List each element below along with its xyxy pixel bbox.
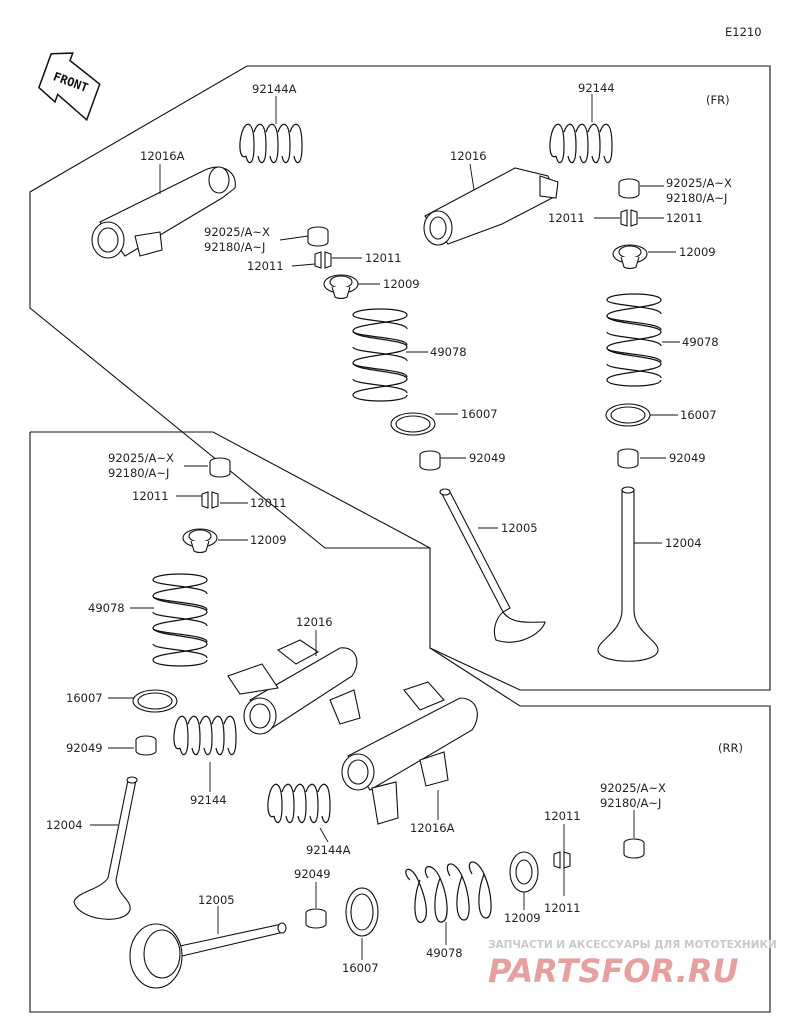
label-rr-16007: 16007 xyxy=(66,691,103,705)
label-fr-92180-mid: 92180/A~J xyxy=(204,240,265,254)
valve-stem-seal-rr-left xyxy=(135,735,157,756)
label-rr-12011-b-bot: 12011 xyxy=(544,901,581,915)
label-fr-12016A: 12016A xyxy=(140,149,185,163)
label-fr-12011-r-r: 12011 xyxy=(666,211,703,225)
diagram-code: E1210 xyxy=(725,25,762,39)
label-rr-12011-l: 12011 xyxy=(132,489,169,503)
exhaust-valve-12004-rr xyxy=(73,776,138,920)
rocker-arm-12016-fr xyxy=(423,167,559,246)
label-fr-92144: 92144 xyxy=(578,81,615,95)
label-rr-92025: 92025/A~X xyxy=(108,451,174,465)
valve-spring-fr-mid xyxy=(352,308,408,402)
label-fr-12005: 12005 xyxy=(501,521,538,535)
label-rr-12011-b-top: 12011 xyxy=(544,809,581,823)
torsion-spring-92144A-fr xyxy=(239,123,303,164)
fr-frame xyxy=(29,65,771,691)
exhaust-valve-12004-fr xyxy=(597,486,659,662)
valve-keeper-cap-fr-mid xyxy=(307,226,329,247)
label-rr-92180-b: 92180/A~J xyxy=(600,796,661,810)
label-rr-49078-b: 49078 xyxy=(426,946,463,960)
valve-cotter-fr-right xyxy=(620,209,638,227)
torsion-spring-92144-rr xyxy=(173,715,237,756)
label-fr-92049-mid: 92049 xyxy=(469,451,506,465)
spring-seat-fr-mid xyxy=(390,412,436,436)
section-rr: (RR) xyxy=(718,741,743,755)
label-fr-92025-mid: 92025/A~X xyxy=(204,225,270,239)
valve-spring-fr-right xyxy=(606,293,662,387)
label-rr-12004: 12004 xyxy=(46,818,83,832)
label-rr-92025-b: 92025/A~X xyxy=(600,781,666,795)
rr-frame xyxy=(29,431,771,1013)
label-rr-12009-b: 12009 xyxy=(504,911,541,925)
label-rr-49078: 49078 xyxy=(88,601,125,615)
torsion-spring-92144-fr xyxy=(549,123,613,164)
label-fr-12004: 12004 xyxy=(665,536,702,550)
intake-valve-12005-rr xyxy=(129,922,287,989)
spring-retainer-rr-bottom xyxy=(509,851,539,893)
watermark-tagline: ЗАПЧАСТИ И АКСЕССУАРЫ ДЛЯ МОТОТЕХНИКИ xyxy=(488,939,777,951)
label-rr-92049: 92049 xyxy=(66,741,103,755)
label-rr-92049-b: 92049 xyxy=(294,867,331,881)
valve-keeper-cap-fr-right xyxy=(618,178,640,199)
rocker-arm-12016A-fr xyxy=(91,166,236,259)
valve-stem-seal-fr-right xyxy=(617,448,639,469)
label-fr-12009-mid: 12009 xyxy=(383,277,420,291)
spring-seat-rr-left xyxy=(132,689,178,713)
label-rr-92144A: 92144A xyxy=(306,843,351,857)
valve-cotter-rr-bottom xyxy=(553,851,571,869)
rocker-arm-12016-rr xyxy=(227,639,361,735)
spring-seat-fr-right xyxy=(605,403,651,427)
label-fr-92144A: 92144A xyxy=(252,82,297,96)
valve-cotter-rr-left xyxy=(201,491,219,509)
leader-lines xyxy=(90,94,680,960)
label-fr-12009-r: 12009 xyxy=(679,245,716,259)
label-rr-12016: 12016 xyxy=(296,615,333,629)
intake-valve-12005-fr xyxy=(439,488,546,643)
label-fr-92025-r: 92025/A~X xyxy=(666,176,732,190)
part-labels: 92144A 12016A 92025/A~X 92180/A~J 12011 … xyxy=(46,81,732,975)
label-fr-16007-r: 16007 xyxy=(680,408,717,422)
watermark-brand: PARTSFOR.RU xyxy=(488,952,738,990)
valve-keeper-cap-rr-bottom xyxy=(623,838,645,859)
label-fr-12011-mid-l: 12011 xyxy=(247,259,284,273)
spring-seat-rr-bottom xyxy=(345,887,379,937)
spring-retainer-rr-left xyxy=(182,528,218,554)
valve-stem-seal-fr-mid xyxy=(419,450,441,471)
valve-spring-rr-bottom xyxy=(405,861,492,923)
label-rr-92180: 92180/A~J xyxy=(108,466,169,480)
spring-retainer-fr-mid xyxy=(323,274,359,300)
label-fr-16007-mid: 16007 xyxy=(461,407,498,421)
valve-cotter-fr-mid xyxy=(314,251,332,269)
front-arrow: FRONT xyxy=(38,52,101,122)
label-fr-12011-mid-r: 12011 xyxy=(365,251,402,265)
label-fr-49078-mid: 49078 xyxy=(430,345,467,359)
label-fr-12016: 12016 xyxy=(450,149,487,163)
label-rr-12009: 12009 xyxy=(250,533,287,547)
label-rr-16007-b: 16007 xyxy=(342,961,379,975)
label-fr-12011-r-l: 12011 xyxy=(548,211,585,225)
rocker-arm-12016A-rr xyxy=(341,681,478,825)
torsion-spring-92144A-rr xyxy=(267,783,331,824)
label-fr-92049-r: 92049 xyxy=(669,451,706,465)
valve-stem-seal-rr-bottom xyxy=(305,908,327,929)
label-rr-92144: 92144 xyxy=(190,793,227,807)
label-rr-12016A: 12016A xyxy=(410,821,455,835)
valve-spring-rr-left xyxy=(152,573,208,667)
label-rr-12011-r: 12011 xyxy=(250,496,287,510)
valve-keeper-cap-rr-left xyxy=(209,457,231,478)
label-fr-49078-r: 49078 xyxy=(682,335,719,349)
label-fr-92180-r: 92180/A~J xyxy=(666,191,727,205)
label-rr-12005: 12005 xyxy=(198,893,235,907)
spring-retainer-fr-right xyxy=(612,244,648,270)
section-fr: (FR) xyxy=(706,93,730,107)
